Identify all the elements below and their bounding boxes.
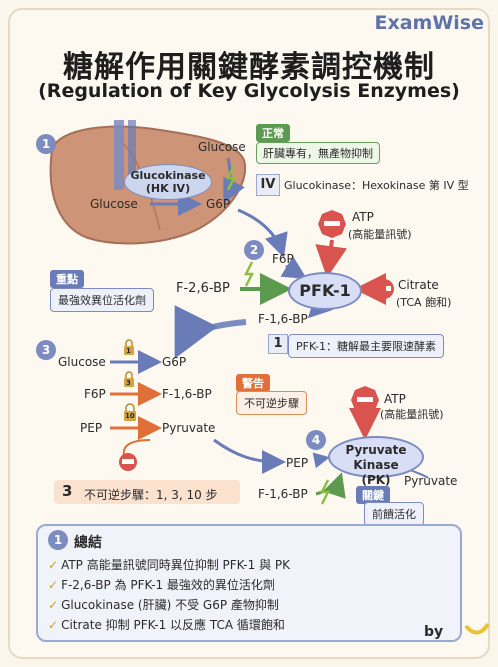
r3-product: Pyruvate [162, 421, 216, 435]
section-3-badge: 3 [36, 340, 56, 360]
warning-tag: 警告 [236, 374, 270, 392]
glucose-top-label: Glucose [198, 140, 246, 154]
brand-logo: ExamWise [374, 12, 484, 34]
f16bp-label: F-1,6-BP [258, 312, 308, 326]
atp-label-1: ATP [352, 210, 374, 224]
pk-alias: (PK) [361, 473, 391, 487]
glucose-liver-label: Glucose [90, 197, 138, 211]
summary-item: ✓Citrate 抑制 PFK-1 以反應 TCA 循環飽和 [48, 618, 285, 632]
banana-icon [464, 622, 490, 635]
check-icon: ✓ [48, 578, 59, 592]
summary-item: ✓F-2,6-BP 為 PFK-1 最強效的異位活化劑 [48, 578, 275, 592]
roman-iv-badge: IV [256, 174, 280, 196]
r1-substrate: Glucose [58, 355, 106, 369]
footer-by: by [424, 624, 444, 640]
lock-step-3: 3 [126, 379, 131, 387]
normal-tag: 正常 [256, 124, 290, 142]
irreversible-steps-banner [54, 480, 240, 504]
r3-substrate: PEP [80, 421, 103, 435]
irreversible-note: 不可逆步驟 [236, 391, 307, 415]
atp-note-1: (高能量訊號) [348, 228, 412, 241]
pyruvate-kinase-enzyme: Pyruvate Kinase (PK) [328, 436, 424, 487]
pfk1-enzyme: PFK-1 [288, 272, 362, 310]
atp-label-2: ATP [384, 392, 406, 406]
irreversible-count: 3 [62, 482, 73, 500]
summary-item: ✓Glucokinase (肝臟) 不受 G6P 產物抑制 [48, 598, 279, 612]
rate-limit-note: PFK-1：糖解最主要限速酵素 [288, 334, 444, 358]
irreversible-steps-note: 不可逆步驟：1, 3, 10 步 [84, 488, 218, 502]
section-2-badge: 2 [244, 240, 264, 260]
f16bp-activator-label: F-1,6-BP [258, 487, 308, 501]
glucokinase-name: Glucokinase [130, 169, 206, 182]
feedforward-note: 前饋活化 [364, 502, 424, 526]
page-subtitle: (Regulation of Key Glycolysis Enzymes) [38, 80, 460, 102]
pep-label: PEP [286, 456, 309, 470]
glucokinase-type-note: Glucokinase：Hexokinase 第 IV 型 [284, 179, 469, 192]
glucokinase-alias: (HK IV) [145, 182, 191, 195]
f6p-label: F6P [272, 252, 294, 266]
lock-icon-3 [124, 378, 134, 387]
page-title: 糖解作用關鍵酵素調控機制 [63, 50, 435, 85]
liver-note: 肝臟專有，無產物抑制 [256, 142, 380, 164]
lock-icon-1 [124, 346, 134, 355]
lock-step-1: 1 [126, 347, 131, 355]
critical-tag: 關鍵 [356, 486, 390, 504]
pk-product-label: Pyruvate [404, 474, 458, 488]
citrate-note: (TCA 飽和) [396, 296, 452, 309]
atp-note-2: (高能量訊號) [380, 408, 444, 421]
summary-badge: 1 [48, 530, 68, 550]
citrate-label: Citrate [398, 278, 439, 292]
r2-substrate: F6P [84, 387, 106, 401]
pk-name: Pyruvate Kinase [345, 443, 407, 472]
summary-item: ✓ATP 高能量訊號同時異位抑制 PFK-1 與 PK [48, 558, 290, 572]
rate-limit-badge: 1 [268, 334, 288, 354]
f26bp-label: F-2,6-BP [176, 281, 230, 296]
lock-step-10: 10 [125, 412, 135, 420]
check-icon: ✓ [48, 558, 59, 572]
section-4-badge: 4 [306, 430, 326, 450]
r1-product: G6P [162, 355, 187, 369]
lock-icon-10 [124, 411, 136, 421]
g6p-label: G6P [206, 197, 231, 211]
check-icon: ✓ [48, 618, 59, 632]
section-1-badge: 1 [36, 134, 56, 154]
key-point-tag: 重點 [50, 270, 84, 288]
glucokinase-enzyme: Glucokinase (HK IV) [124, 164, 212, 200]
r2-product: F-1,6-BP [162, 387, 212, 401]
summary-panel [36, 524, 462, 642]
activator-note: 最強效異位活化劑 [50, 288, 154, 312]
summary-title: 總結 [74, 535, 102, 551]
check-icon: ✓ [48, 598, 59, 612]
